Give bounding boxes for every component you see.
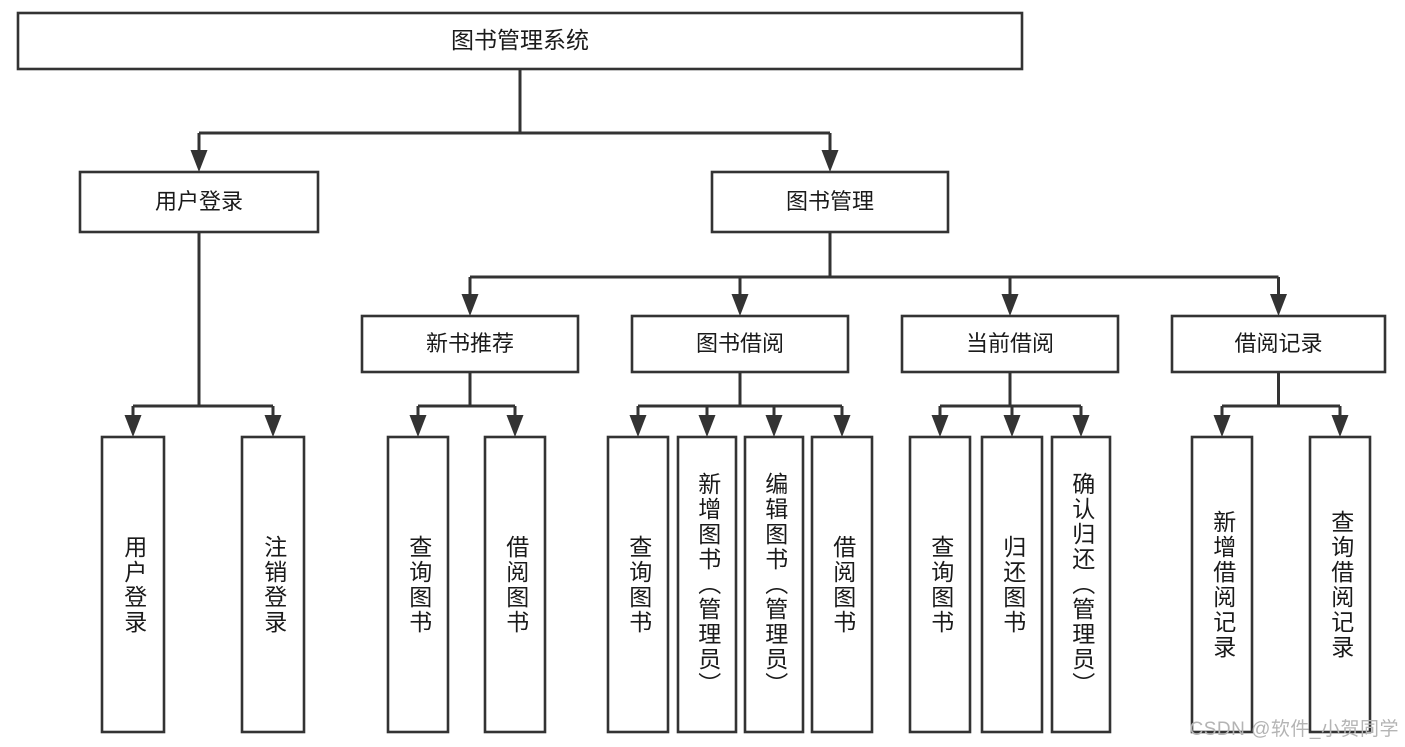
node-box-leaf-add-book-admin[interactable] [676,435,738,734]
arrow-head-icon [190,150,208,172]
node-box-leaf-borrow-book[interactable] [810,435,874,734]
node-leaf-add-borrow-record[interactable] [1190,435,1254,734]
node-leaf-return-book[interactable] [980,435,1044,734]
node-root[interactable]: 图书管理系统 [16,11,1024,71]
node-leaf-confirm-return-admin[interactable] [1050,435,1112,734]
node-leaf-user-login[interactable] [100,435,166,734]
node-leaf-add-book-admin[interactable] [676,435,738,734]
node-box-leaf-logout-login[interactable] [240,435,306,734]
arrow-head-icon [264,415,282,437]
node-box-book-borrow[interactable] [630,314,850,374]
node-box-leaf-add-borrow-record[interactable] [1190,435,1254,734]
connector-layer [124,69,1349,437]
arrow-head-icon [731,294,749,316]
node-new-book-recommend[interactable]: 新书推荐 [360,314,580,374]
watermark-text: CSDN @软件_小贺同学 [1189,719,1399,740]
arrow-head-icon [821,150,839,172]
arrow-head-icon [1270,294,1287,316]
node-box-leaf-edit-book-admin[interactable] [743,435,805,734]
arrow-head-icon [1072,415,1090,437]
connector-edge-bookmgmt-children [461,232,1287,316]
node-label-book-borrow: 图书借阅 [696,331,784,356]
arrow-head-icon [1001,294,1019,316]
node-book-borrow[interactable]: 图书借阅 [630,314,850,374]
node-box-leaf-user-login[interactable] [100,435,166,734]
node-box-leaf-query-book-borrow[interactable] [606,435,670,734]
node-box-leaf-borrow-book-recommend[interactable] [483,435,547,734]
node-box-root[interactable] [16,11,1024,71]
node-label-borrow-record: 借阅记录 [1234,331,1322,356]
node-label-root: 图书管理系统 [451,27,589,53]
node-leaf-query-book-current[interactable] [908,435,972,734]
node-leaf-logout-login[interactable] [240,435,306,734]
node-label-book-management: 图书管理 [786,189,874,214]
arrow-head-icon [409,415,427,437]
arrow-head-icon [506,415,524,437]
connector-edge-root-children [190,69,839,172]
connector-edge-recommend-children [409,372,524,437]
node-borrow-record[interactable]: 借阅记录 [1170,314,1387,374]
connector-edge-record-children [1213,372,1349,437]
arrow-head-icon [1213,415,1231,437]
connector-edge-userlogin-children [124,232,282,437]
arrow-head-icon [833,415,851,437]
node-box-leaf-query-borrow-record[interactable] [1308,435,1372,734]
node-box-leaf-confirm-return-admin[interactable] [1050,435,1112,734]
node-book-management[interactable]: 图书管理 [710,170,950,234]
arrow-head-icon [124,415,142,437]
arrow-head-icon [629,415,647,437]
node-leaf-edit-book-admin[interactable] [743,435,805,734]
node-box-new-book-recommend[interactable] [360,314,580,374]
arrow-head-icon [931,415,949,437]
node-box-borrow-record[interactable] [1170,314,1387,374]
node-box-leaf-return-book[interactable] [980,435,1044,734]
connector-edge-current-children [931,372,1090,437]
node-box-book-management[interactable] [710,170,950,234]
node-leaf-query-book-borrow[interactable] [606,435,670,734]
node-label-current-borrow: 当前借阅 [966,331,1054,356]
node-box-leaf-query-book-recommend[interactable] [386,435,450,734]
arrow-head-icon [461,294,479,316]
node-user-login[interactable]: 用户登录 [78,170,320,234]
node-box-leaf-query-book-current[interactable] [908,435,972,734]
arrow-head-icon [765,415,783,437]
arrow-head-icon [698,415,716,437]
node-box-current-borrow[interactable] [900,314,1120,374]
node-current-borrow[interactable]: 当前借阅 [900,314,1120,374]
arrow-head-icon [1331,415,1349,437]
node-leaf-query-borrow-record[interactable] [1308,435,1372,734]
node-leaf-query-book-recommend[interactable] [386,435,450,734]
node-box-user-login[interactable] [78,170,320,234]
connector-edge-borrow-children [629,372,851,437]
node-label-new-book-recommend: 新书推荐 [426,331,514,356]
node-leaf-borrow-book[interactable] [810,435,874,734]
node-leaf-borrow-book-recommend[interactable] [483,435,547,734]
arrow-head-icon [1003,415,1021,437]
node-label-user-login: 用户登录 [155,189,243,214]
